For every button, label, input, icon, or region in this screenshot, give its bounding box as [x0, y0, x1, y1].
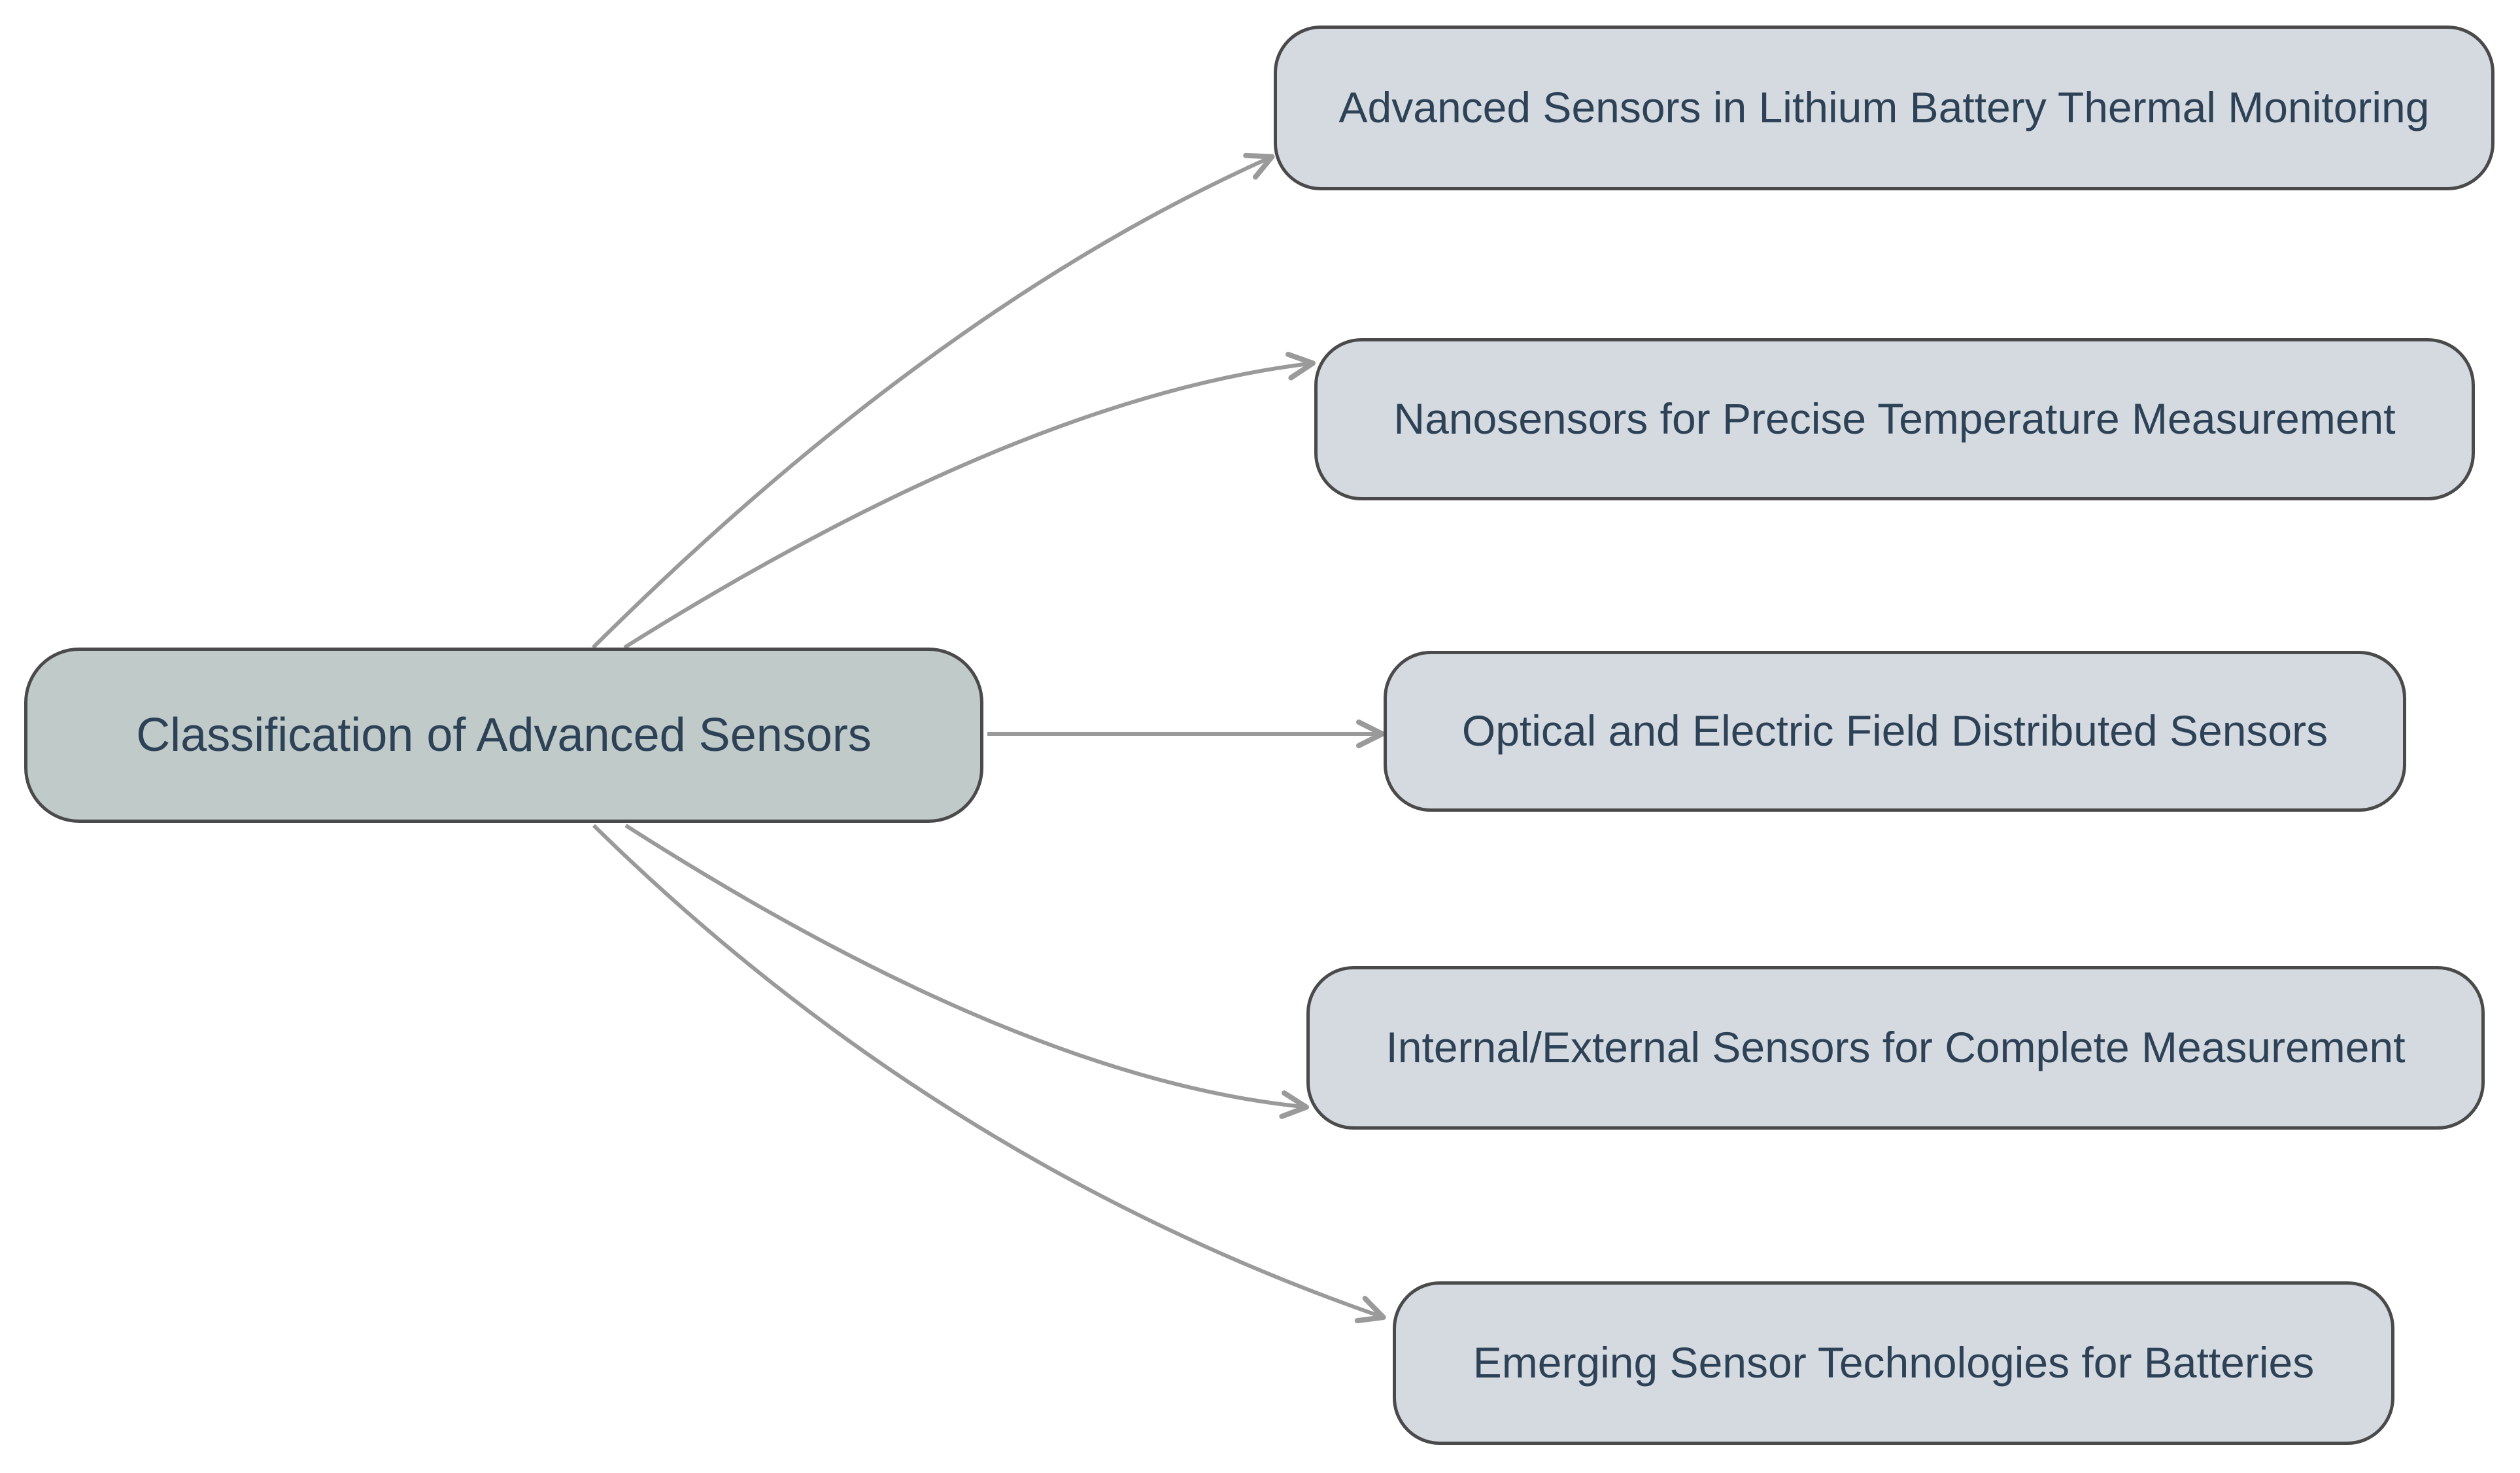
edge-root-to-child-4 [624, 823, 1309, 1119]
node-optical-electric-distributed: Optical and Electric Field Distributed S… [1384, 651, 2406, 812]
node-child-label: Internal/External Sensors for Complete M… [1386, 1023, 2406, 1072]
node-root-classification: Classification of Advanced Sensors [24, 648, 983, 823]
node-child-label: Nanosensors for Precise Temperature Meas… [1393, 394, 2396, 443]
edge-root-to-child-5 [592, 823, 1386, 1324]
node-root-label: Classification of Advanced Sensors [136, 708, 872, 761]
edge-root-to-child-2 [623, 351, 1316, 650]
node-lithium-thermal-monitoring: Advanced Sensors in Lithium Battery Ther… [1274, 26, 2494, 190]
node-child-label: Advanced Sensors in Lithium Battery Ther… [1338, 83, 2430, 132]
edge-root-to-child-1 [591, 152, 1275, 650]
node-nanosensors-temperature: Nanosensors for Precise Temperature Meas… [1314, 338, 2475, 500]
node-child-label: Emerging Sensor Technologies for Batteri… [1473, 1338, 2315, 1387]
node-internal-external-sensors: Internal/External Sensors for Complete M… [1306, 966, 2485, 1130]
node-child-label: Optical and Electric Field Distributed S… [1461, 706, 2328, 755]
node-emerging-sensor-tech: Emerging Sensor Technologies for Batteri… [1393, 1281, 2394, 1445]
